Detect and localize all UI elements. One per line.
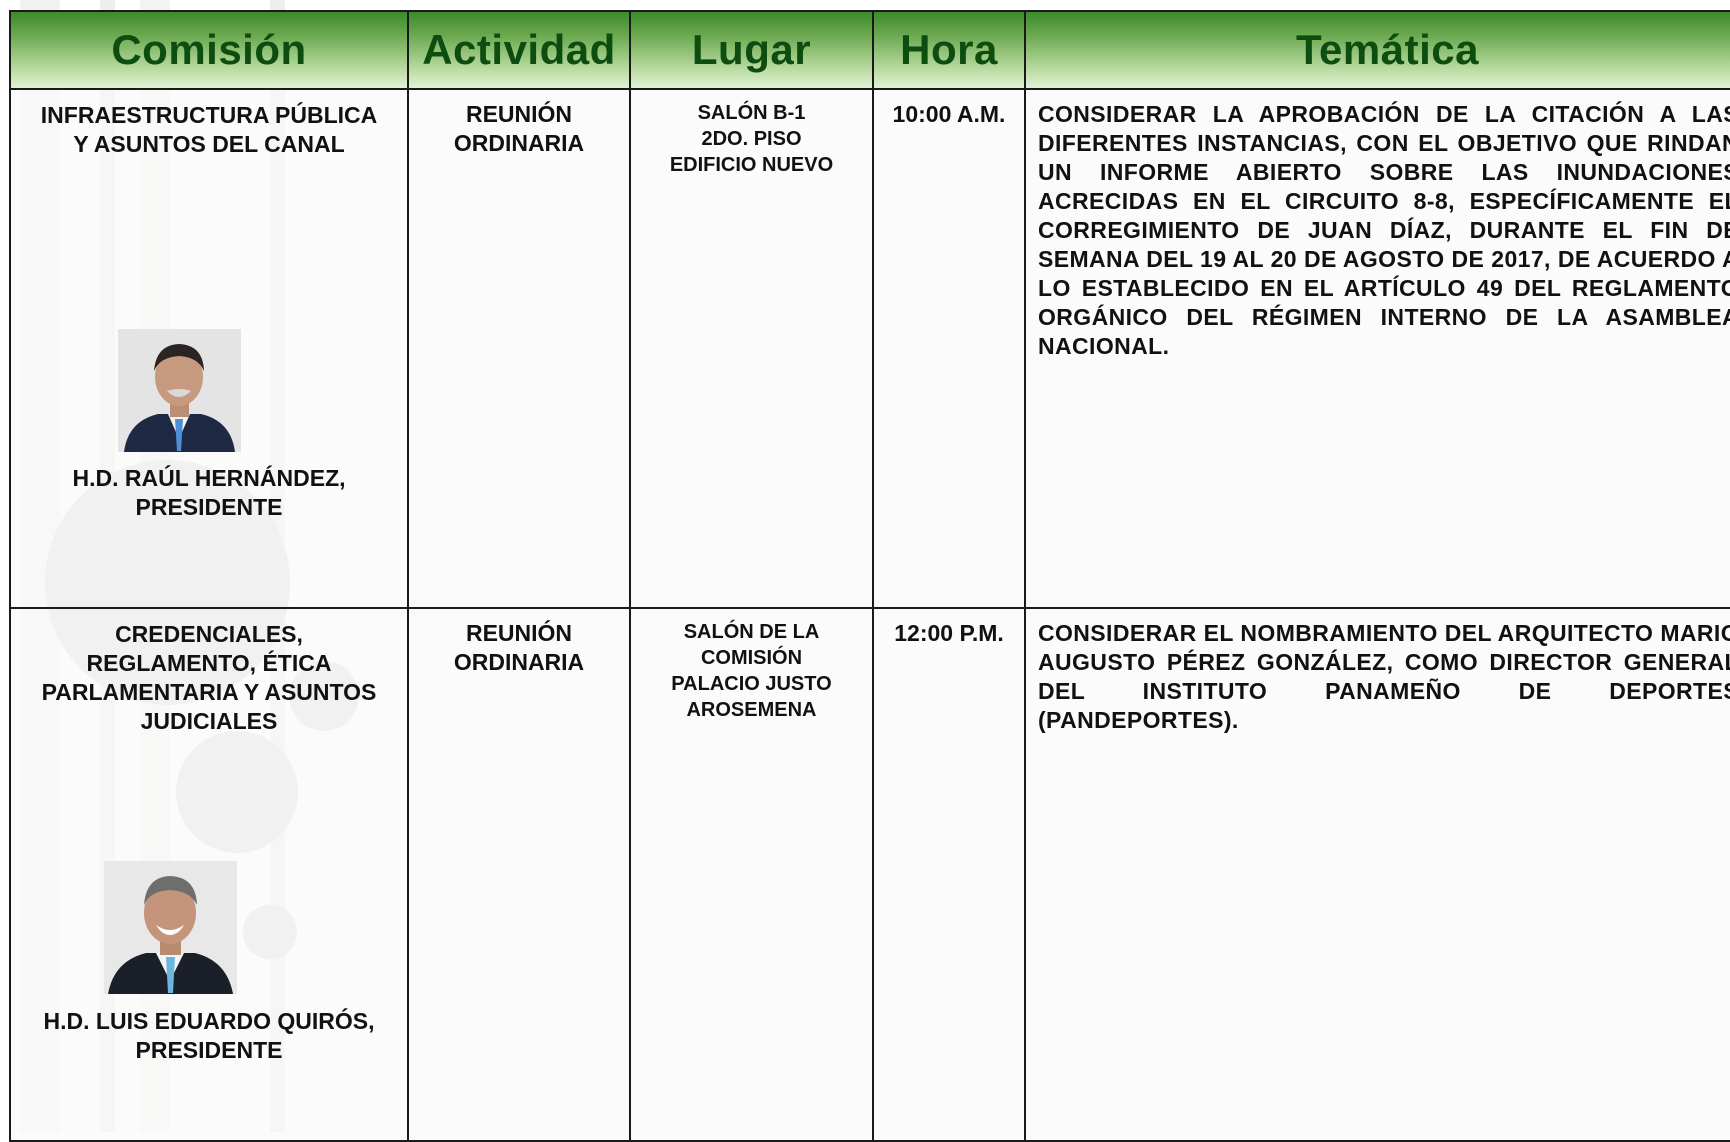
president-photo <box>118 329 241 452</box>
president-line: H.D. RAÚL HERNÁNDEZ, <box>72 465 346 491</box>
actividad-line: REUNIÓN <box>465 620 573 646</box>
schedule-table: Comisión Actividad Lugar Hora Temática I… <box>9 10 1730 1142</box>
actividad-cell: REUNIÓN ORDINARIA <box>407 88 631 609</box>
lugar-line: SALÓN DE LA <box>683 621 820 643</box>
lugar-line: COMISIÓN <box>700 647 803 669</box>
president-photo <box>104 861 237 994</box>
actividad-line: ORDINARIA <box>453 649 585 675</box>
actividad-line: REUNIÓN <box>465 101 573 127</box>
portrait-image <box>104 861 237 994</box>
header-actividad: Actividad <box>407 10 631 90</box>
tematica-cell: CONSIDERAR LA APROBACIÓN DE LA CITACIÓN … <box>1024 88 1730 609</box>
portrait-image <box>118 329 241 452</box>
header-row: Comisión Actividad Lugar Hora Temática <box>9 10 1730 90</box>
president-name: H.D. RAÚL HERNÁNDEZ, PRESIDENTE <box>11 464 407 522</box>
lugar-line: PALACIO JUSTO <box>671 673 832 695</box>
lugar-cell: SALÓN DE LA COMISIÓN PALACIO JUSTO AROSE… <box>629 607 874 1142</box>
header-comision: Comisión <box>9 10 409 90</box>
lugar-line: 2DO. PISO <box>701 128 802 150</box>
lugar-line: SALÓN B-1 <box>697 102 806 124</box>
comision-line: PARLAMENTARIA Y ASUNTOS <box>41 679 377 705</box>
header-tematica: Temática <box>1024 10 1730 90</box>
comision-cell: INFRAESTRUCTURA PÚBLICA Y ASUNTOS DEL CA… <box>9 88 409 609</box>
president-title: PRESIDENTE <box>135 494 283 520</box>
header-hora: Hora <box>872 10 1026 90</box>
comision-line: INFRAESTRUCTURA PÚBLICA <box>40 102 378 128</box>
lugar-line: EDIFICIO NUEVO <box>669 154 834 176</box>
comision-line: Y ASUNTOS DEL CANAL <box>73 131 345 157</box>
comision-cell: CREDENCIALES, REGLAMENTO, ÉTICA PARLAMEN… <box>9 607 409 1142</box>
president-line: H.D. LUIS EDUARDO QUIRÓS, <box>43 1008 375 1034</box>
table-row: INFRAESTRUCTURA PÚBLICA Y ASUNTOS DEL CA… <box>9 88 1730 609</box>
header-lugar: Lugar <box>629 10 874 90</box>
actividad-cell: REUNIÓN ORDINARIA <box>407 607 631 1142</box>
comision-line: REGLAMENTO, ÉTICA <box>86 650 332 676</box>
comision-name: CREDENCIALES, REGLAMENTO, ÉTICA PARLAMEN… <box>12 610 406 736</box>
hora-cell: 12:00 P.M. <box>872 607 1026 1142</box>
comision-name: INFRAESTRUCTURA PÚBLICA Y ASUNTOS DEL CA… <box>12 91 406 159</box>
lugar-line: AROSEMENA <box>686 699 817 721</box>
lugar-cell: SALÓN B-1 2DO. PISO EDIFICIO NUEVO <box>629 88 874 609</box>
hora-cell: 10:00 A.M. <box>872 88 1026 609</box>
tematica-cell: CONSIDERAR EL NOMBRAMIENTO DEL ARQUITECT… <box>1024 607 1730 1142</box>
comision-line: JUDICIALES <box>140 708 278 734</box>
president-name: H.D. LUIS EDUARDO QUIRÓS, PRESIDENTE <box>11 1007 407 1065</box>
table-row: CREDENCIALES, REGLAMENTO, ÉTICA PARLAMEN… <box>9 607 1730 1142</box>
comision-line: CREDENCIALES, <box>115 621 303 647</box>
president-title: PRESIDENTE <box>135 1037 283 1063</box>
actividad-line: ORDINARIA <box>453 130 585 156</box>
